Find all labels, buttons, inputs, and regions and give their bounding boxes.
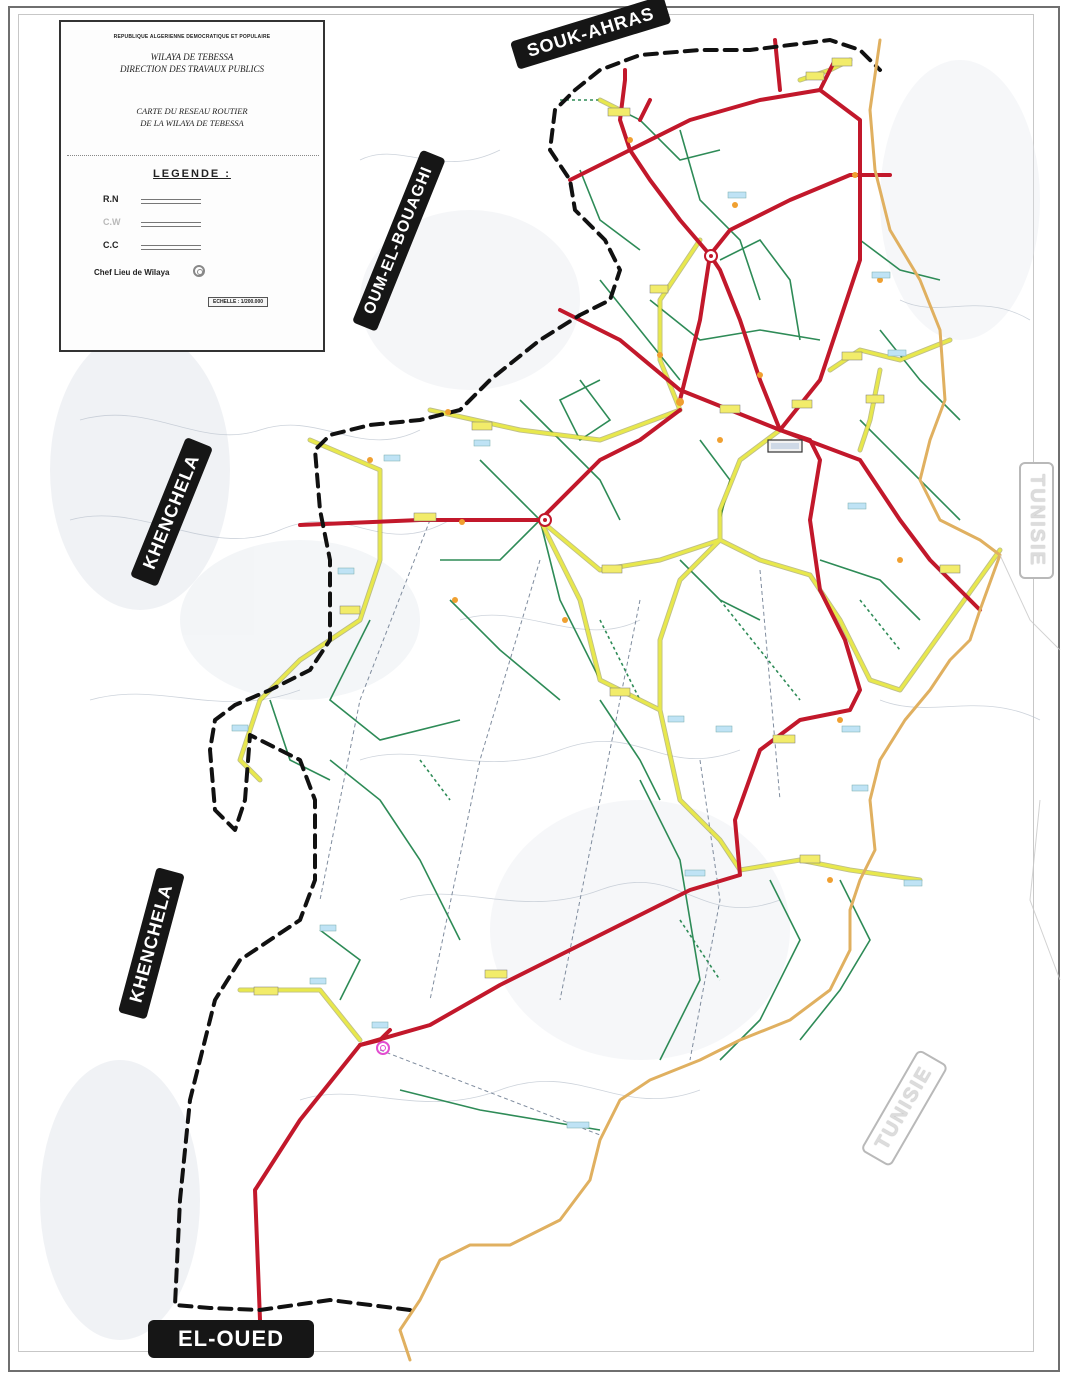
legend-republic: REPUBLIQUE ALGERIENNE DEMOCRATIQUE ET PO… bbox=[113, 34, 271, 40]
legend-item-rn-swatch bbox=[141, 199, 201, 204]
inner-frame bbox=[18, 14, 1034, 1352]
legend-item-cw-label: C.W bbox=[103, 217, 121, 227]
town-markers bbox=[376, 249, 718, 1055]
chef-lieu-symbol-icon bbox=[193, 265, 205, 277]
legend-separator bbox=[67, 155, 319, 156]
national-border-shadow bbox=[999, 554, 1061, 981]
outer-frame bbox=[8, 6, 1060, 1372]
legend-direction: DIRECTION DES TRAVAUX PUBLICS bbox=[119, 64, 265, 74]
legend-heading: LEGENDE : bbox=[153, 168, 231, 180]
legend-wilaya: WILAYA DE TEBESSA bbox=[150, 52, 234, 62]
region-label-tunisie-east: TUNISIE bbox=[1019, 462, 1054, 579]
legend-item-cc-swatch bbox=[141, 245, 201, 250]
legend-map-title-line1: CARTE DU RESEAU ROUTIER bbox=[136, 106, 248, 116]
road-tags bbox=[231, 57, 961, 1129]
national-roads bbox=[253, 38, 982, 1322]
region-label-el-oued: EL-OUED bbox=[148, 1320, 314, 1358]
national-border bbox=[398, 38, 1002, 1362]
legend-item-cc-label: C.C bbox=[103, 240, 119, 250]
settlements bbox=[367, 137, 903, 883]
legend-scale: ECHELLE : 1/200.000 bbox=[208, 297, 269, 307]
tracks bbox=[319, 519, 781, 1136]
communal-roads-dotted bbox=[419, 99, 901, 981]
legend-chef-lieu-label: Chef Lieu de Wilaya bbox=[94, 268, 170, 277]
tebessa-chief-town bbox=[767, 439, 803, 453]
legend-item-cw-swatch bbox=[141, 222, 201, 227]
legend-item-rn-label: R.N bbox=[103, 194, 119, 204]
wilaya-border bbox=[173, 38, 882, 1312]
legend-map-title-line2: DE LA WILAYA DE TEBESSA bbox=[140, 118, 244, 128]
terrain-contours bbox=[69, 149, 1041, 1102]
legend-box: REPUBLIQUE ALGERIENNE DEMOCRATIQUE ET PO… bbox=[59, 20, 325, 352]
